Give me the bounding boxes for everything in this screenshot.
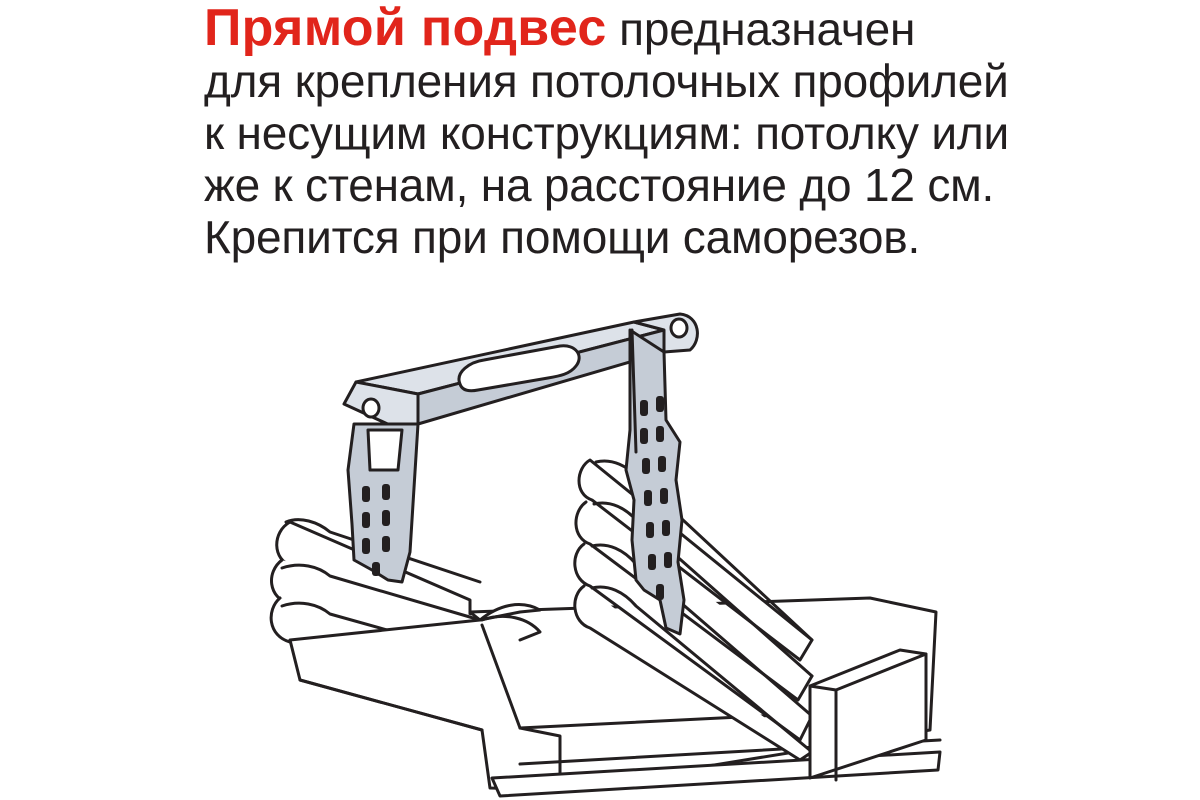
hanger-holes bbox=[361, 317, 689, 600]
caption-line-1-text: предназначен bbox=[606, 3, 916, 55]
caption-line-4: же к стенам, на расстояние до 12 см. bbox=[204, 159, 995, 211]
caption-block: Прямой подвес предназначен для крепления… bbox=[204, 2, 1164, 263]
caption-line-5: Крепится при помощи саморезов. bbox=[204, 211, 921, 263]
caption-line-3: к несущим конструкциям: потолку или bbox=[204, 107, 1009, 159]
caption-line-1: Прямой подвес предназначен bbox=[204, 2, 1164, 55]
caption-line-2: для крепления потолочных профилей bbox=[204, 55, 1009, 107]
headline: Прямой подвес bbox=[204, 0, 607, 57]
side-box-profile bbox=[808, 648, 928, 782]
